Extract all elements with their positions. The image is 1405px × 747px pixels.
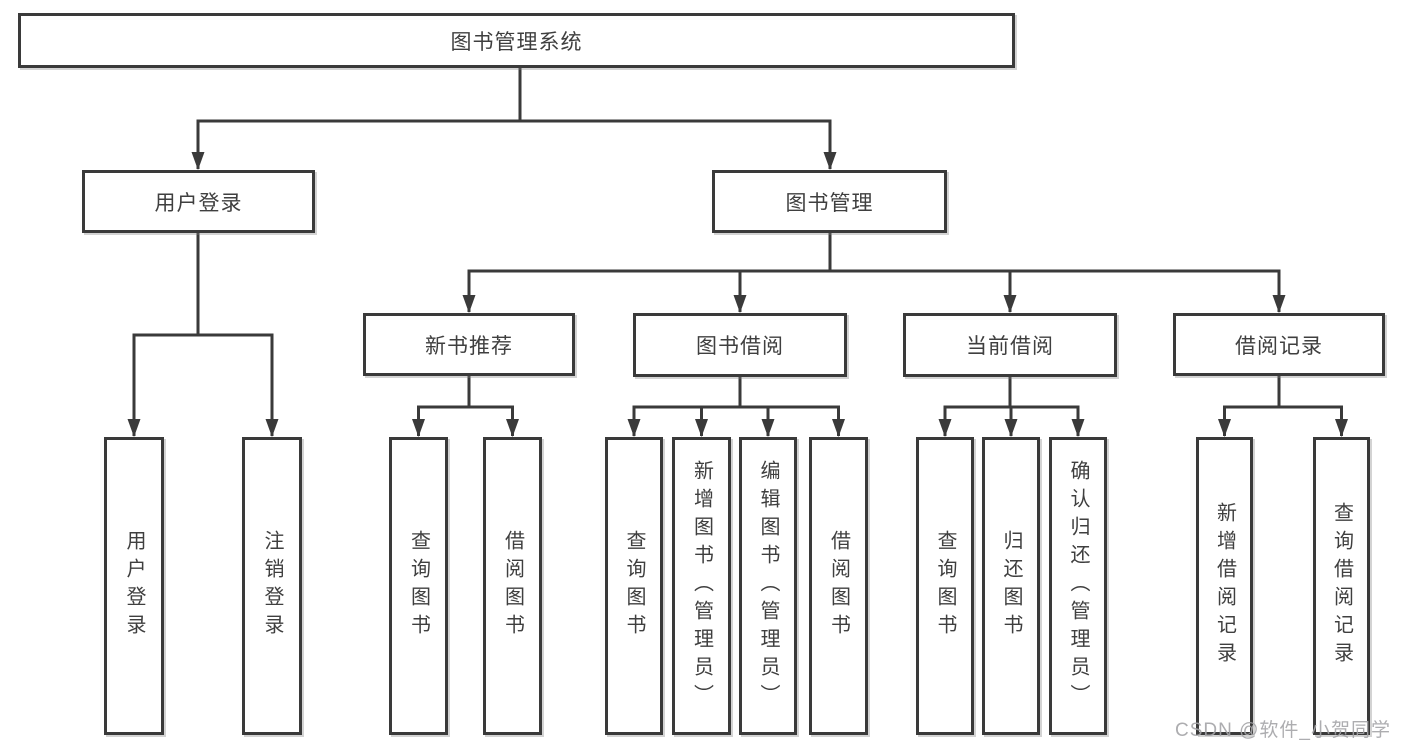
leaf-add-book-admin: 新增图书（管理员） bbox=[672, 437, 731, 735]
leaf-borrow-books: 借阅图书 bbox=[809, 437, 868, 735]
node-borrow-record: 借阅记录 bbox=[1173, 313, 1385, 376]
leaf-query-books-borrow-label: 查询图书 bbox=[623, 530, 645, 642]
leaf-query-borrow-record-label: 查询借阅记录 bbox=[1330, 502, 1353, 670]
leaf-query-books-recommend: 查询图书 bbox=[389, 437, 448, 735]
node-new-book-recommend: 新书推荐 bbox=[363, 313, 575, 376]
leaf-edit-book-admin-label: 编辑图书（管理员） bbox=[757, 460, 779, 712]
leaf-query-borrow-record: 查询借阅记录 bbox=[1313, 437, 1370, 735]
leaf-query-books-borrow: 查询图书 bbox=[605, 437, 663, 735]
node-current-borrow: 当前借阅 bbox=[903, 313, 1117, 377]
leaf-user-login-label: 用户登录 bbox=[123, 530, 145, 642]
leaf-return-book-label: 归还图书 bbox=[1000, 530, 1022, 642]
leaf-add-borrow-record-label: 新增借阅记录 bbox=[1213, 502, 1236, 670]
leaf-confirm-return-admin-label: 确认归还（管理员） bbox=[1067, 460, 1089, 712]
leaf-borrow-books-recommend-label: 借阅图书 bbox=[501, 530, 524, 642]
watermark: CSDN @软件_小贺同学 bbox=[1175, 720, 1391, 741]
node-book-borrow: 图书借阅 bbox=[633, 313, 847, 377]
leaf-logout: 注销登录 bbox=[242, 437, 302, 735]
leaf-edit-book-admin: 编辑图书（管理员） bbox=[739, 437, 797, 735]
leaf-borrow-books-label: 借阅图书 bbox=[827, 530, 850, 642]
node-library-system: 图书管理系统 bbox=[18, 13, 1015, 68]
leaf-add-book-admin-label: 新增图书（管理员） bbox=[690, 460, 713, 712]
leaf-borrow-books-recommend: 借阅图书 bbox=[483, 437, 542, 735]
leaf-add-borrow-record: 新增借阅记录 bbox=[1196, 437, 1253, 735]
leaf-user-login: 用户登录 bbox=[104, 437, 164, 735]
leaf-return-book: 归还图书 bbox=[982, 437, 1040, 735]
leaf-query-books-current: 查询图书 bbox=[916, 437, 974, 735]
leaf-confirm-return-admin: 确认归还（管理员） bbox=[1049, 437, 1107, 735]
leaf-logout-label: 注销登录 bbox=[261, 530, 283, 642]
node-user-login: 用户登录 bbox=[82, 170, 315, 233]
leaf-query-books-current-label: 查询图书 bbox=[934, 530, 956, 642]
leaf-query-books-recommend-label: 查询图书 bbox=[407, 530, 430, 642]
node-book-management: 图书管理 bbox=[712, 170, 947, 233]
